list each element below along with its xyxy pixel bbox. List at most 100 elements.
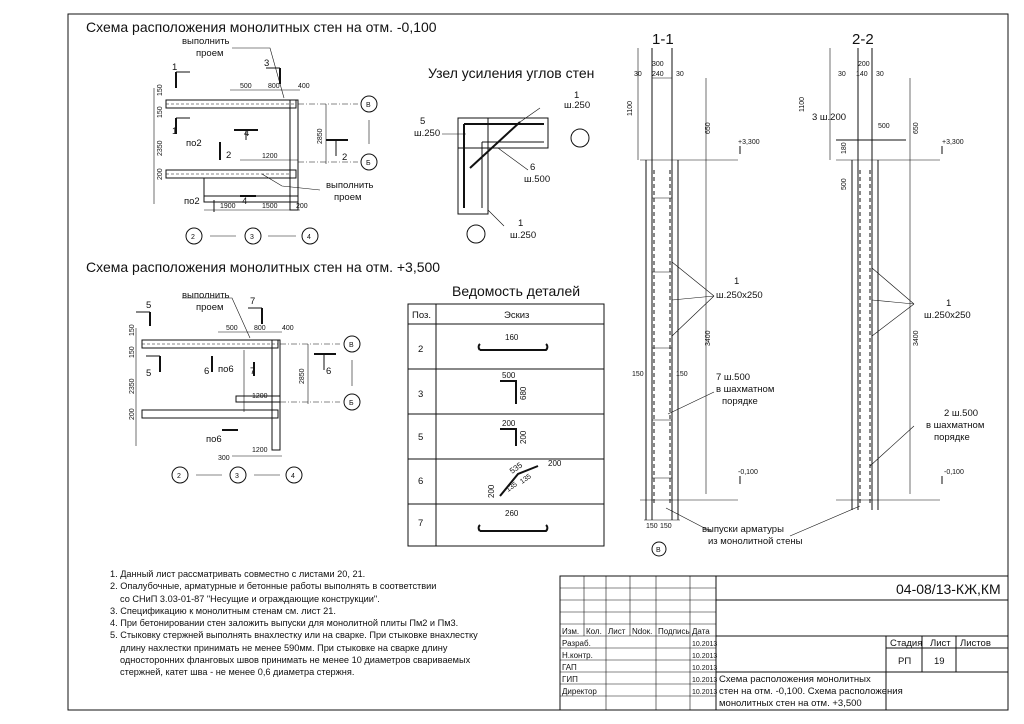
svg-text:1200: 1200 — [252, 447, 268, 454]
svg-text:4: 4 — [307, 234, 311, 241]
svg-text:проем: проем — [334, 192, 362, 203]
svg-text:в шахматном: в шахматном — [926, 420, 984, 431]
svg-text:260: 260 — [505, 509, 519, 518]
svg-text:6: 6 — [530, 162, 535, 173]
svg-text:3: 3 — [235, 473, 239, 480]
svg-text:1: 1 — [172, 62, 177, 73]
plan1-title: Схема расположения монолитных стен на от… — [86, 19, 437, 35]
svg-text:7: 7 — [418, 518, 423, 529]
svg-text:10.2013: 10.2013 — [692, 641, 717, 648]
svg-text:150: 150 — [676, 371, 688, 378]
svg-text:150: 150 — [157, 84, 164, 96]
svg-text:2: 2 — [177, 473, 181, 480]
svg-text:150: 150 — [129, 324, 136, 336]
svg-text:30: 30 — [838, 71, 846, 78]
schedule-title: Ведомость деталей — [452, 283, 580, 299]
svg-text:2: 2 — [191, 234, 195, 241]
svg-text:7: 7 — [250, 366, 255, 377]
svg-text:140: 140 — [856, 71, 868, 78]
svg-text:ш.250: ш.250 — [414, 128, 440, 139]
svg-text:135: 135 — [519, 473, 533, 485]
svg-text:2: 2 — [226, 150, 231, 161]
svg-text:7: 7 — [250, 296, 255, 307]
svg-text:по6: по6 — [206, 434, 222, 445]
svg-text:монолитных стен на отм. +3,500: монолитных стен на отм. +3,500 — [719, 698, 862, 709]
svg-text:-0,100: -0,100 — [738, 469, 758, 476]
svg-text:400: 400 — [282, 325, 294, 332]
svg-text:выполнить: выполнить — [182, 290, 230, 301]
svg-text:650: 650 — [705, 122, 712, 134]
note-3: 3. Спецификацию к монолитным стенам см. … — [110, 605, 336, 616]
note-1: 1. Данный лист рассматривать совместно с… — [110, 569, 366, 579]
svg-text:Б: Б — [366, 160, 371, 167]
note-5: 5. Стыковку стержней выполнять внахлестк… — [110, 630, 478, 641]
svg-text:Лист: Лист — [608, 627, 626, 636]
svg-text:1: 1 — [172, 126, 177, 137]
svg-text:Директор: Директор — [562, 687, 597, 696]
svg-text:по2: по2 — [186, 138, 202, 149]
svg-text:-0,100: -0,100 — [944, 469, 964, 476]
svg-text:400: 400 — [298, 83, 310, 90]
svg-text:4: 4 — [242, 196, 247, 207]
note-5-cont-2: односторонних фланговых швов принимать н… — [120, 655, 471, 666]
svg-text:ш.500: ш.500 — [524, 174, 550, 185]
svg-text:150: 150 — [632, 371, 644, 378]
svg-text:в шахматном: в шахматном — [716, 384, 774, 395]
plan2-title: Схема расположения монолитных стен на от… — [86, 259, 440, 275]
svg-text:3: 3 — [264, 58, 269, 69]
svg-text:1: 1 — [574, 90, 579, 101]
svg-text:150: 150 — [129, 346, 136, 358]
svg-text:1: 1 — [734, 276, 739, 287]
svg-text:2350: 2350 — [129, 378, 136, 394]
svg-text:200: 200 — [502, 419, 516, 428]
svg-text:Изм.: Изм. — [562, 627, 579, 636]
svg-text:Ndок.: Ndок. — [632, 627, 652, 636]
svg-text:6: 6 — [204, 366, 209, 377]
note-2: 2. Опалубочные, арматурные и бетонные ра… — [110, 581, 437, 592]
svg-text:500: 500 — [502, 371, 516, 380]
svg-text:6: 6 — [418, 476, 423, 487]
svg-text:из монолитной стены: из монолитной стены — [708, 536, 803, 547]
svg-text:ГАП: ГАП — [562, 663, 577, 672]
svg-text:800: 800 — [268, 83, 280, 90]
svg-text:10.2013: 10.2013 — [692, 689, 717, 696]
title-block-text: 04-08/13-КЖ,КМ Изм. Кол. Лист Ndок. Подп… — [562, 581, 1001, 709]
svg-text:+3,300: +3,300 — [738, 139, 760, 146]
svg-text:300: 300 — [218, 455, 230, 462]
schedule-table — [407, 303, 605, 547]
svg-text:РП: РП — [898, 656, 911, 667]
svg-text:200: 200 — [129, 408, 136, 420]
svg-text:2850: 2850 — [317, 128, 324, 144]
svg-text:1: 1 — [946, 298, 951, 309]
note-4: 4. При бетонировании стен заложить выпус… — [110, 618, 459, 629]
svg-text:3 ш.200: 3 ш.200 — [812, 112, 846, 123]
svg-text:200: 200 — [519, 430, 528, 444]
svg-text:В: В — [366, 102, 371, 109]
plan1-drawing — [153, 47, 378, 245]
svg-text:Кол.: Кол. — [586, 627, 602, 636]
svg-text:500: 500 — [841, 178, 848, 190]
svg-text:200: 200 — [548, 459, 562, 468]
svg-text:ш.250х250: ш.250х250 — [924, 310, 971, 321]
svg-text:5: 5 — [420, 116, 425, 127]
svg-text:Эскиз: Эскиз — [504, 310, 529, 321]
svg-text:500: 500 — [226, 325, 238, 332]
svg-text:Б: Б — [349, 400, 354, 407]
svg-text:порядке: порядке — [722, 396, 758, 407]
svg-text:150: 150 — [660, 523, 672, 530]
svg-text:2850: 2850 — [299, 368, 306, 384]
svg-text:160: 160 — [505, 333, 519, 342]
svg-text:2 ш.500: 2 ш.500 — [944, 408, 978, 419]
svg-text:7 ш.500: 7 ш.500 — [716, 372, 750, 383]
svg-text:150: 150 — [646, 523, 658, 530]
section2-title: 2-2 — [852, 31, 874, 48]
section1-title: 1-1 — [652, 31, 674, 48]
svg-text:30: 30 — [634, 71, 642, 78]
svg-text:240: 240 — [652, 71, 664, 78]
svg-text:проем: проем — [196, 48, 224, 59]
svg-text:200: 200 — [487, 484, 496, 498]
svg-text:1200: 1200 — [252, 393, 268, 400]
title-block — [559, 575, 1009, 711]
svg-text:Поз.: Поз. — [412, 310, 431, 321]
svg-text:1100: 1100 — [799, 97, 806, 112]
